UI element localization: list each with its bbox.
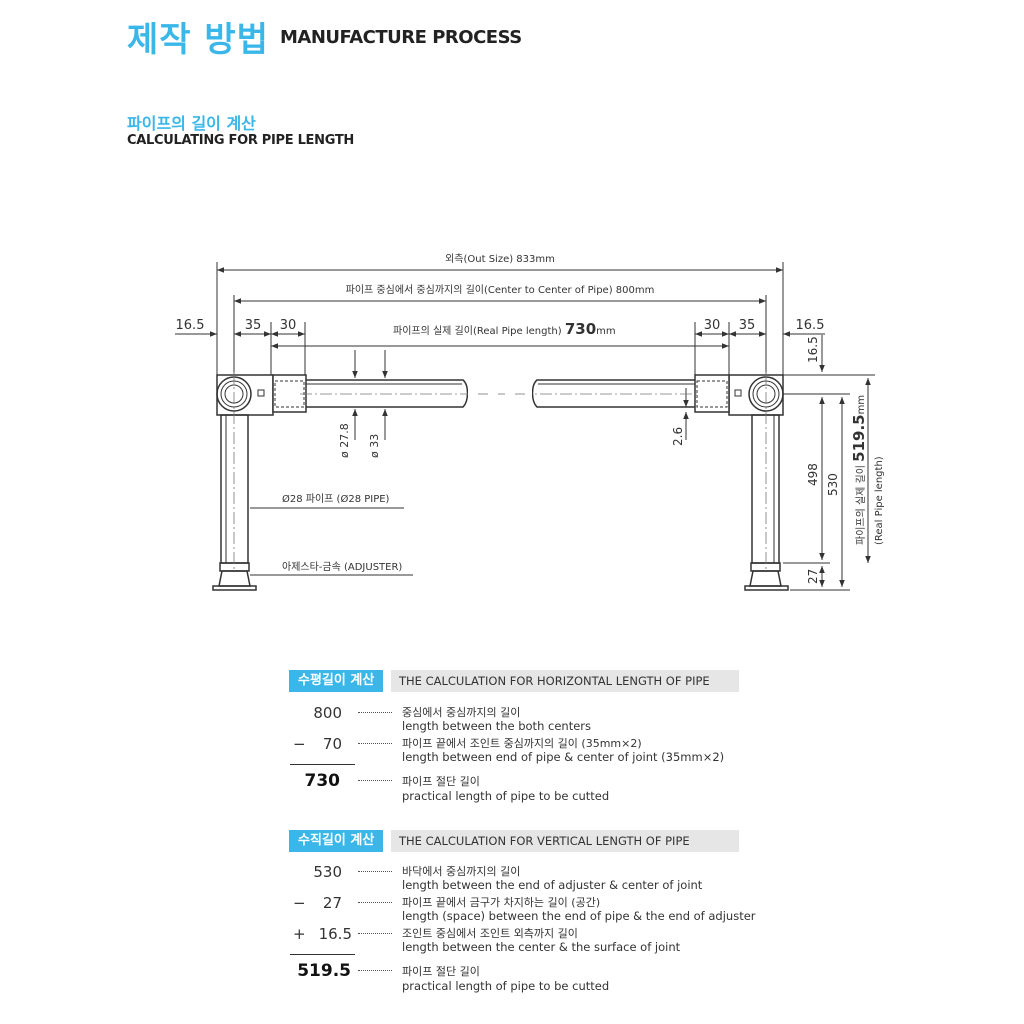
vertical-real-pipe-label: 파이프의 실제 길이 519.5mm [850, 395, 868, 545]
plus-operator: + [293, 925, 306, 943]
leader-dots [358, 871, 392, 872]
horizontal-result-ko: 파이프 절단 길이 [402, 775, 480, 788]
minus-operator: − [293, 894, 306, 912]
pipe-frame-drawing: 외측(Out Size) 833mm 파이프 중심에서 중심까지의 길이(Cen… [175, 253, 885, 591]
vertical-real-pipe-english: (Real Pipe length) [874, 456, 885, 545]
dim-left-30: 30 [280, 318, 297, 333]
leader-dots [358, 712, 392, 713]
dim-left-35: 35 [245, 318, 262, 333]
dim-right-top-16-5: 16.5 [806, 336, 820, 363]
center-to-center-label: 파이프 중심에서 중심까지의 길이(Center to Center of Pi… [346, 283, 655, 296]
dim-2-6: 2.6 [671, 427, 685, 446]
dim-right-35: 35 [739, 318, 756, 333]
page-title-korean: 제작 방법 [127, 20, 269, 60]
vertical-calc-title: THE CALCULATION FOR VERTICAL LENGTH OF P… [391, 830, 739, 852]
horizontal-value-70: 70 [322, 735, 342, 753]
section-title-english: CALCULATING FOR PIPE LENGTH [127, 133, 354, 148]
leader-dots [358, 743, 392, 744]
horizontal-calc-header: 수평길이 계산 THE CALCULATION FOR HORIZONTAL L… [289, 670, 739, 692]
vertical-calc-tag: 수직길이 계산 [289, 830, 384, 852]
dim-right-30: 30 [704, 318, 721, 333]
vertical-desc-en-2: length (space) between the end of pipe &… [402, 909, 756, 923]
horizontal-desc-en-2: length between end of pipe & center of j… [402, 750, 725, 764]
dim-dia-27-8: ø 27.8 [338, 423, 351, 458]
pipe-28-label: Ø28 파이프 (Ø28 PIPE) [282, 493, 390, 505]
horizontal-calc-tag: 수평길이 계산 [289, 670, 384, 692]
vertical-desc-en-3: length between the center & the surface … [402, 940, 681, 954]
dim-right-16-5: 16.5 [796, 318, 825, 333]
leader-dots [358, 970, 392, 971]
horizontal-value-800: 800 [313, 704, 342, 722]
vertical-desc-ko-2: 파이프 끝에서 금구가 차지하는 길이 (공간) [402, 896, 601, 909]
vertical-result: 519.5 [297, 961, 351, 981]
sum-line [290, 764, 355, 765]
section-title-korean: 파이프의 길이 계산 [127, 114, 256, 133]
page-title-english: MANUFACTURE PROCESS [280, 27, 522, 48]
leader-dots [358, 780, 392, 781]
leader-dots [358, 933, 392, 934]
dim-dia-33: ø 33 [368, 434, 381, 458]
vertical-desc-ko-3: 조인트 중심에서 조인트 외측까지 길이 [402, 927, 578, 940]
horizontal-result: 730 [304, 771, 341, 791]
dim-left-16-5: 16.5 [176, 318, 205, 333]
vertical-result-ko: 파이프 절단 길이 [402, 965, 480, 978]
vertical-desc-en-1: length between the end of adjuster & cen… [402, 878, 703, 892]
adjuster-label: 아제스타-금속 (ADJUSTER) [282, 561, 402, 573]
leader-dots [358, 902, 392, 903]
horizontal-desc-en-1: length between the both centers [402, 719, 592, 733]
horizontal-desc-ko-2: 파이프 끝에서 조인트 중심까지의 길이 (35mm×2) [402, 737, 642, 750]
vertical-desc-ko-1: 바닥에서 중심까지의 길이 [402, 865, 521, 878]
vertical-value-530: 530 [313, 863, 342, 881]
horizontal-desc-ko-1: 중심에서 중심까지의 길이 [402, 706, 521, 719]
real-pipe-length-label: 파이프의 실제 길이(Real Pipe length) 730mm [393, 320, 616, 338]
sum-line [290, 954, 355, 955]
minus-operator: − [293, 735, 306, 753]
vertical-value-27: 27 [322, 894, 342, 912]
vertical-value-16-5: 16.5 [318, 925, 352, 943]
dim-27: 27 [806, 569, 820, 584]
out-size-label: 외측(Out Size) 833mm [445, 253, 555, 265]
horizontal-calc-title: THE CALCULATION FOR HORIZONTAL LENGTH OF… [391, 670, 739, 692]
vertical-calc-header: 수직길이 계산 THE CALCULATION FOR VERTICAL LEN… [289, 830, 739, 852]
dim-530: 530 [826, 473, 840, 496]
dim-498: 498 [806, 463, 820, 486]
vertical-result-en: practical length of pipe to be cutted [402, 979, 610, 993]
horizontal-result-en: practical length of pipe to be cutted [402, 789, 610, 803]
